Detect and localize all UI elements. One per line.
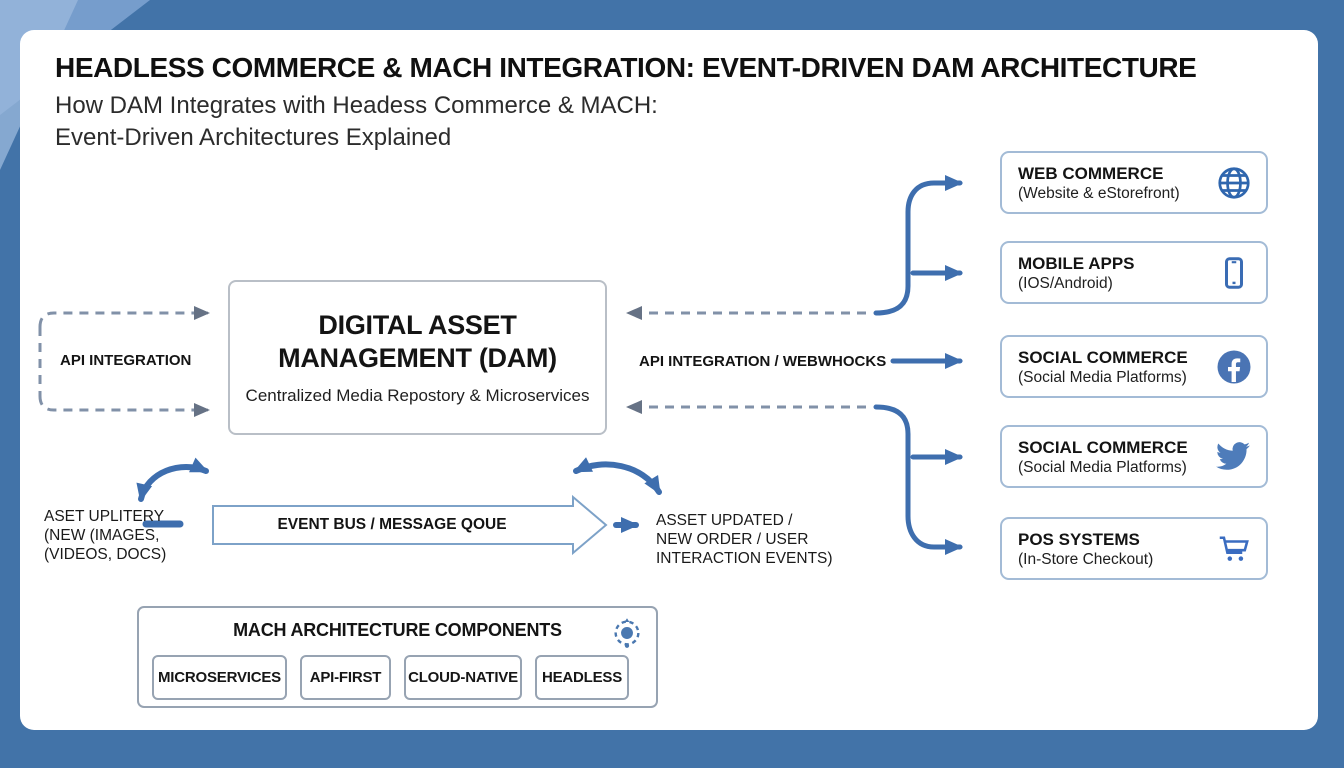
page-subtitle-line1: How DAM Integrates with Headess Commerce…: [55, 92, 658, 119]
chip-headless: HEADLESS: [535, 655, 629, 700]
facebook-icon: [1216, 349, 1252, 385]
chip-cloud-native: CLOUD-NATIVE: [404, 655, 522, 700]
channel-title: SOCIAL COMMERCE: [1018, 347, 1188, 367]
page-subtitle: How DAM Integrates with Headess Commerce…: [55, 90, 658, 154]
asset-updated-note-line2: NEW ORDER / USER: [656, 531, 809, 548]
page-title: HEADLESS COMMERCE & MACH INTEGRATION: EV…: [55, 52, 1197, 83]
asset-upload-note-line1: ASET UPLITERY: [44, 508, 165, 525]
channel-subtitle: (In-Store Checkout): [1018, 550, 1154, 568]
chip-microservices: MICROSERVICES: [152, 655, 287, 700]
page-subtitle-line2: Event-Driven Architectures Explained: [55, 124, 452, 151]
chip-api-first: API-FIRST: [300, 655, 391, 700]
dam-title-line2: MANAGEMENT (DAM): [278, 343, 557, 373]
channel-subtitle: (Website & eStorefront): [1018, 184, 1180, 202]
channel-title: MOBILE APPS: [1018, 253, 1135, 273]
mach-components-box: MACH ARCHITECTURE COMPONENTS MICROSERVIC…: [137, 606, 658, 708]
api-webhooks-label: API INTEGRATION / WEBWHOCKS: [639, 353, 887, 370]
channel-subtitle: (Social Media Platforms): [1018, 458, 1187, 476]
channel-subtitle: (Social Media Platforms): [1018, 368, 1187, 386]
dam-title-line1: DIGITAL ASSET: [318, 310, 517, 340]
event-bus-label: EVENT BUS / MESSAGE QOUE: [277, 516, 507, 533]
dam-subtitle: Centralized Media Repostory & Microservi…: [245, 386, 590, 405]
channel-mobile-apps: MOBILE APPS (IOS/Android): [1000, 241, 1268, 304]
channel-title: SOCIAL COMMERCE: [1018, 437, 1188, 457]
channel-title: WEB COMMERCE: [1018, 163, 1164, 183]
channel-web-commerce: WEB COMMERCE (Website & eStorefront): [1000, 151, 1268, 214]
mach-components-title: MACH ARCHITECTURE COMPONENTS: [233, 620, 562, 640]
channel-title: POS SYSTEMS: [1018, 529, 1140, 549]
asset-updated-note: ASSET UPDATED / NEW ORDER / USER INTERAC…: [656, 511, 833, 568]
channel-social-commerce-twitter: SOCIAL COMMERCE (Social Media Platforms): [1000, 425, 1268, 488]
dam-title: DIGITAL ASSET MANAGEMENT (DAM): [278, 309, 557, 375]
channel-pos-systems: POS SYSTEMS (In-Store Checkout): [1000, 517, 1268, 580]
api-integration-label: API INTEGRATION: [60, 352, 192, 369]
asset-updated-note-line3: INTERACTION EVENTS): [656, 550, 833, 567]
asset-updated-note-line1: ASSET UPDATED /: [656, 512, 793, 529]
cart-icon: [1216, 531, 1252, 567]
smartphone-icon: [1216, 255, 1252, 291]
channel-social-commerce-facebook: SOCIAL COMMERCE (Social Media Platforms): [1000, 335, 1268, 398]
twitter-icon: [1216, 439, 1252, 475]
asset-upload-note-line2: (NEW (IMAGES,: [44, 527, 160, 544]
channel-subtitle: (IOS/Android): [1018, 274, 1113, 292]
microservices-hub-icon: [610, 616, 644, 650]
globe-icon: [1216, 165, 1252, 201]
mach-components-row: MICROSERVICES API-FIRST CLOUD-NATIVE HEA…: [152, 655, 629, 700]
dam-box: DIGITAL ASSET MANAGEMENT (DAM) Centraliz…: [228, 280, 607, 435]
asset-upload-note: ASET UPLITERY (NEW (IMAGES, (VIDEOS, DOC…: [44, 507, 166, 564]
asset-upload-note-line3: (VIDEOS, DOCS): [44, 546, 167, 563]
